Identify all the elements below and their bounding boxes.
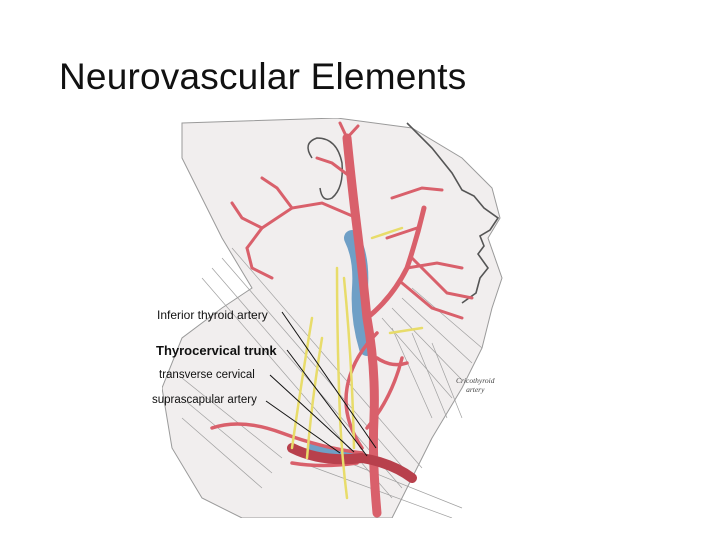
label-cricothyroid-artery: Cricothyroid artery [456, 376, 494, 394]
label-cricothyroid-line2: artery [466, 385, 485, 394]
face-profile [406, 122, 500, 304]
label-inferior-thyroid-artery: Inferior thyroid artery [157, 308, 268, 322]
label-transverse-cervical: transverse cervical [159, 369, 255, 381]
label-leader-lines [265, 311, 377, 457]
neck-anatomy-drawing [162, 118, 503, 518]
anatomy-illustration [162, 118, 510, 518]
slide-title: Neurovascular Elements [59, 56, 467, 97]
label-cricothyroid-line1: Cricothyroid [456, 376, 495, 385]
subclavian-artery [287, 443, 417, 483]
label-suprascapular-artery: suprascapular artery [152, 394, 257, 406]
label-thyrocervical-trunk: Thyrocervical trunk [156, 343, 277, 358]
upper-arterial-branches [230, 121, 474, 320]
cervical-nerves [290, 226, 424, 500]
ear [307, 137, 344, 200]
